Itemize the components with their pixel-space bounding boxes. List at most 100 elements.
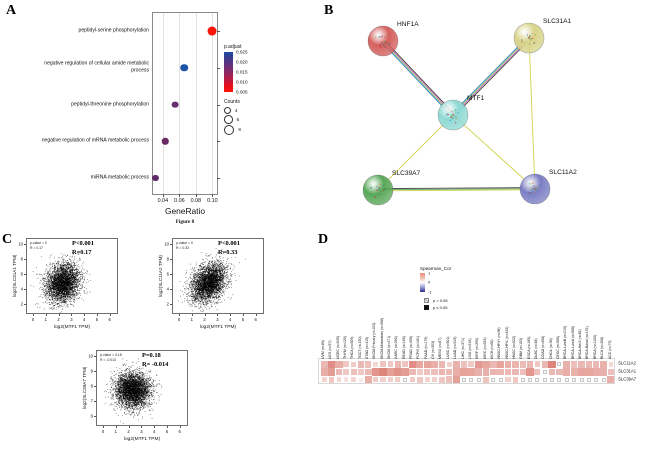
- heatmap-cell[interactable]: [570, 368, 578, 376]
- heatmap-cell[interactable]: [556, 368, 563, 376]
- heatmap-cell[interactable]: [408, 360, 417, 369]
- heatmap-cell[interactable]: [358, 369, 364, 375]
- heatmap-cell[interactable]: [563, 368, 571, 376]
- heatmap-cell[interactable]: [431, 376, 438, 383]
- heatmap-cell[interactable]: [460, 368, 468, 376]
- heatmap-cell[interactable]: [351, 377, 357, 383]
- heatmap-cell[interactable]: [365, 361, 372, 368]
- heatmap-cell[interactable]: [343, 369, 350, 375]
- heatmap-cell[interactable]: [401, 368, 409, 376]
- heatmap-cell[interactable]: [557, 362, 562, 367]
- heatmap-cell[interactable]: [601, 377, 606, 382]
- heatmap-cell[interactable]: [548, 360, 556, 369]
- heatmap-cell[interactable]: [452, 375, 461, 384]
- network-node-hnf1a[interactable]: [367, 25, 399, 57]
- heatmap-cell[interactable]: [607, 368, 614, 376]
- heatmap-cell[interactable]: [592, 368, 600, 376]
- heatmap-cell[interactable]: [534, 361, 541, 368]
- heatmap-cell[interactable]: [505, 376, 511, 383]
- heatmap-cell[interactable]: [438, 361, 446, 368]
- heatmap-cell[interactable]: [372, 368, 380, 376]
- heatmap-cell[interactable]: [594, 377, 599, 382]
- heatmap-cell[interactable]: [373, 376, 379, 383]
- heatmap-cell[interactable]: [467, 368, 475, 376]
- heatmap-cell[interactable]: [343, 361, 350, 368]
- heatmap-cell[interactable]: [491, 377, 496, 382]
- heatmap-cell[interactable]: [504, 368, 512, 376]
- heatmap-cell[interactable]: [386, 368, 395, 376]
- heatmap-cell[interactable]: [387, 361, 394, 368]
- heatmap-cell[interactable]: [600, 368, 608, 376]
- heatmap-cell[interactable]: [344, 377, 349, 382]
- heatmap-cell[interactable]: [394, 368, 402, 376]
- dotplot-point[interactable]: [162, 137, 169, 145]
- heatmap-cell[interactable]: [592, 361, 600, 368]
- heatmap-cell[interactable]: [474, 360, 483, 369]
- heatmap-cell[interactable]: [550, 377, 555, 382]
- heatmap-cell[interactable]: [409, 376, 416, 383]
- heatmap-cell[interactable]: [438, 368, 446, 376]
- heatmap-cell[interactable]: [394, 361, 402, 368]
- heatmap-cell[interactable]: [424, 376, 430, 383]
- heatmap-cell[interactable]: [608, 361, 614, 367]
- heatmap-cell[interactable]: [557, 377, 562, 382]
- heatmap-cell[interactable]: [535, 377, 540, 382]
- heatmap-cell[interactable]: [350, 361, 357, 368]
- heatmap-cell[interactable]: [572, 377, 577, 382]
- heatmap-cell[interactable]: [585, 361, 593, 368]
- heatmap-cell[interactable]: [365, 368, 372, 376]
- heatmap-cell[interactable]: [578, 361, 585, 368]
- heatmap-cell[interactable]: [446, 361, 452, 368]
- heatmap-cell[interactable]: [364, 375, 372, 384]
- dotplot-point[interactable]: [207, 26, 217, 36]
- heatmap-cell[interactable]: [336, 377, 342, 383]
- heatmap-cell[interactable]: [571, 361, 578, 368]
- heatmap-cell[interactable]: [430, 360, 439, 369]
- heatmap-cell[interactable]: [439, 376, 445, 383]
- heatmap-cell[interactable]: [335, 368, 343, 376]
- heatmap-cell[interactable]: [380, 361, 386, 368]
- heatmap-cell[interactable]: [520, 377, 525, 382]
- heatmap-cell[interactable]: [519, 368, 526, 376]
- dotplot-point[interactable]: [152, 174, 159, 181]
- heatmap-cell[interactable]: [453, 368, 461, 376]
- heatmap-cell[interactable]: [445, 368, 453, 376]
- heatmap-cell[interactable]: [327, 368, 336, 376]
- heatmap-cell[interactable]: [357, 361, 365, 368]
- heatmap-cell[interactable]: [482, 360, 490, 369]
- heatmap-cell[interactable]: [379, 368, 387, 376]
- heatmap-cell[interactable]: [600, 360, 608, 368]
- heatmap-cell[interactable]: [320, 368, 328, 376]
- heatmap-cell[interactable]: [461, 377, 466, 382]
- dotplot-point[interactable]: [171, 101, 179, 108]
- heatmap-cell[interactable]: [541, 361, 549, 368]
- heatmap-cell[interactable]: [327, 360, 336, 369]
- heatmap-cell[interactable]: [563, 360, 571, 368]
- heatmap-cell[interactable]: [542, 377, 547, 382]
- heatmap-cell[interactable]: [528, 377, 533, 382]
- heatmap-cell[interactable]: [489, 368, 497, 376]
- heatmap-cell[interactable]: [526, 361, 534, 368]
- heatmap-cell[interactable]: [586, 377, 591, 382]
- heatmap-cell[interactable]: [328, 376, 335, 383]
- heatmap-cell[interactable]: [409, 368, 416, 376]
- heatmap-cell[interactable]: [498, 377, 503, 382]
- heatmap-cell[interactable]: [417, 369, 423, 375]
- heatmap-cell[interactable]: [321, 377, 327, 383]
- heatmap-cell[interactable]: [542, 369, 547, 375]
- heatmap-cell[interactable]: [475, 368, 483, 376]
- heatmap-cell[interactable]: [579, 377, 584, 382]
- heatmap-cell[interactable]: [335, 360, 343, 369]
- heatmap-cell[interactable]: [402, 361, 409, 368]
- heatmap-cell[interactable]: [387, 376, 394, 383]
- heatmap-cell[interactable]: [453, 360, 461, 368]
- heatmap-cell[interactable]: [526, 368, 534, 376]
- heatmap-cell[interactable]: [564, 377, 569, 382]
- heatmap-cell[interactable]: [607, 375, 615, 384]
- heatmap-cell[interactable]: [321, 361, 328, 368]
- dotplot-point[interactable]: [180, 64, 189, 72]
- heatmap-cell[interactable]: [431, 368, 438, 376]
- heatmap-cell[interactable]: [512, 376, 519, 383]
- heatmap-cell[interactable]: [469, 377, 474, 382]
- heatmap-cell[interactable]: [359, 377, 363, 382]
